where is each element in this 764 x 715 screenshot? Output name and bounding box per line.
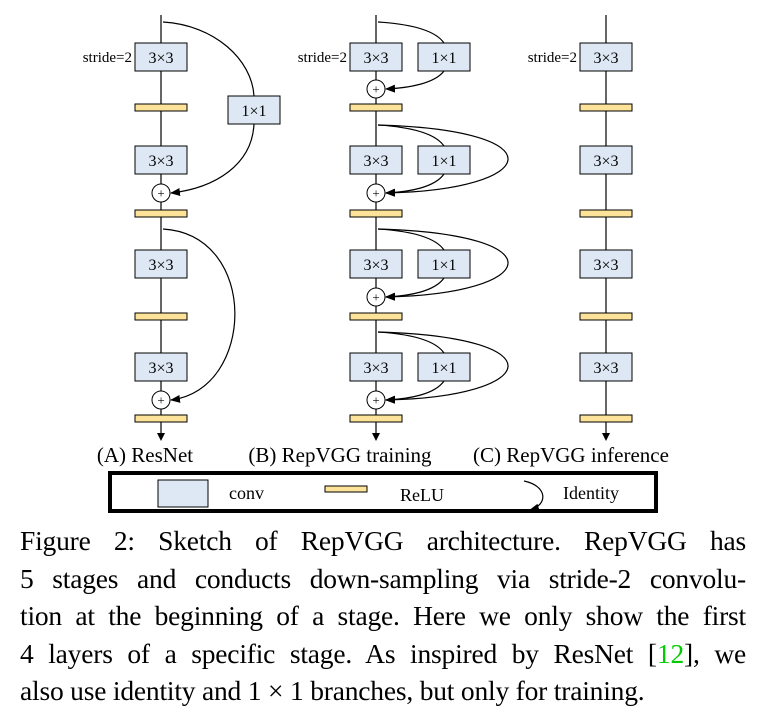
conv-label: 3×3 <box>148 50 173 67</box>
column-label-resnet: (A) ResNet <box>97 443 193 467</box>
conv-block <box>134 249 188 279</box>
relu-bar <box>134 312 188 321</box>
add-symbol: + <box>372 82 379 97</box>
add-symbol: + <box>372 393 379 408</box>
identity-arrow-icon <box>523 480 544 512</box>
add-symbol: + <box>372 290 379 305</box>
legend-label-relu: ReLU <box>400 485 444 505</box>
relu-bar <box>349 414 403 423</box>
caption-line-5: also use identity and 1 × 1 branches, bu… <box>20 675 645 706</box>
relu-bar <box>134 103 188 112</box>
conv-label: 3×3 <box>363 153 388 170</box>
stride-label: stride=2 <box>298 50 347 66</box>
branch-line <box>377 331 445 354</box>
identity-arrow <box>377 124 509 197</box>
conv-label: 3×3 <box>593 257 618 274</box>
conv-block <box>349 145 403 175</box>
add-symbol: + <box>157 393 164 408</box>
branch-line <box>377 21 445 44</box>
add-node-icon <box>151 390 171 410</box>
conv-label: 1×1 <box>431 257 456 274</box>
conv-block <box>349 249 403 279</box>
caption-line-3: tion at the beginning of a stage. Here w… <box>20 600 746 631</box>
add-node-icon <box>366 79 386 99</box>
conv-label: 1×1 <box>431 50 456 67</box>
caption-line-1: Figure 2: Sketch of RepVGG architecture.… <box>20 525 746 556</box>
citation-link[interactable]: 12 <box>656 637 684 669</box>
shortcut-line <box>162 21 255 97</box>
conv-label: 3×3 <box>593 153 618 170</box>
stride-label: stride=2 <box>528 50 577 66</box>
conv-block <box>134 145 188 175</box>
caption-text: ], we <box>684 637 746 669</box>
conv-block <box>579 145 633 175</box>
conv-block <box>579 249 633 279</box>
legend: conv ReLU Identity <box>108 471 658 513</box>
output-arrow-icon <box>602 433 610 441</box>
conv-block <box>579 352 633 382</box>
conv-swatch-icon <box>157 479 209 508</box>
conv-block <box>579 42 633 72</box>
caption-text: 4 layers of a specific stage. As inspire… <box>20 637 657 669</box>
add-symbol: + <box>372 186 379 201</box>
relu-bar <box>134 414 188 423</box>
conv-label: 3×3 <box>148 153 173 170</box>
add-symbol: + <box>157 186 164 201</box>
relu-bar <box>349 312 403 321</box>
identity-arrow <box>162 228 236 403</box>
conv-block <box>349 352 403 382</box>
branch-arrow <box>385 70 445 93</box>
column-repvgg-inference: 3×3 3×3 3×3 3×3 stride=2 <box>528 15 633 441</box>
column-label-repvgg-training: (B) RepVGG training <box>248 443 432 467</box>
stride-label: stride=2 <box>83 50 132 66</box>
branch-line <box>377 124 445 147</box>
relu-bar <box>349 103 403 112</box>
branch-conv-block <box>417 249 471 279</box>
caption-line-4: 4 layers of a specific stage. As inspire… <box>20 635 746 673</box>
identity-arrow <box>377 331 509 404</box>
conv-label: 3×3 <box>363 50 388 67</box>
add-node-icon <box>366 183 386 203</box>
conv-block <box>134 352 188 382</box>
conv-label: 3×3 <box>593 50 618 67</box>
caption-line-2: 5 stages and conducts down-sampling via … <box>20 562 746 594</box>
relu-bar <box>579 209 633 218</box>
legend-label-conv: conv <box>229 483 264 503</box>
branch-conv-block <box>417 352 471 382</box>
shortcut-conv-block <box>227 95 281 125</box>
add-node-icon <box>366 390 386 410</box>
column-repvgg-training: 3×3 1×1 +3×3 1×1 +3×3 1×1 +3×3 1×1 + stride=2 <box>298 15 509 441</box>
relu-swatch-icon <box>324 485 368 493</box>
relu-bar <box>349 209 403 218</box>
relu-bar <box>134 209 188 218</box>
conv-label: 3×3 <box>363 360 388 377</box>
conv-label: 3×3 <box>593 360 618 377</box>
relu-bar <box>579 312 633 321</box>
shortcut-arrow <box>170 123 255 196</box>
branch-line <box>377 228 445 251</box>
column-resnet: 3×3 stride=2 3×3 +3×3 3×3 +1×1 <box>83 15 281 441</box>
conv-block <box>349 42 403 72</box>
conv-label: 1×1 <box>431 360 456 377</box>
legend-label-identity: Identity <box>563 483 619 503</box>
conv-label: 3×3 <box>363 257 388 274</box>
conv-label: 3×3 <box>148 257 173 274</box>
branch-conv-block <box>417 145 471 175</box>
conv-label: 1×1 <box>241 103 266 120</box>
figure-caption: Figure 2: Sketch of RepVGG architecture.… <box>20 522 746 710</box>
conv-block <box>134 42 188 72</box>
conv-label: 1×1 <box>431 153 456 170</box>
relu-bar <box>579 103 633 112</box>
conv-label: 3×3 <box>148 360 173 377</box>
column-label-repvgg-inference: (C) RepVGG inference <box>473 443 669 467</box>
architecture-diagram: 3×3 stride=2 3×3 +3×3 3×3 +1×1 3×3 1×1 +3×3 1×1 +… <box>83 15 669 513</box>
output-arrow-icon <box>372 433 380 441</box>
add-node-icon <box>151 183 171 203</box>
identity-arrow <box>377 228 509 301</box>
add-node-icon <box>366 287 386 307</box>
relu-bar <box>579 414 633 423</box>
output-arrow-icon <box>157 433 165 441</box>
